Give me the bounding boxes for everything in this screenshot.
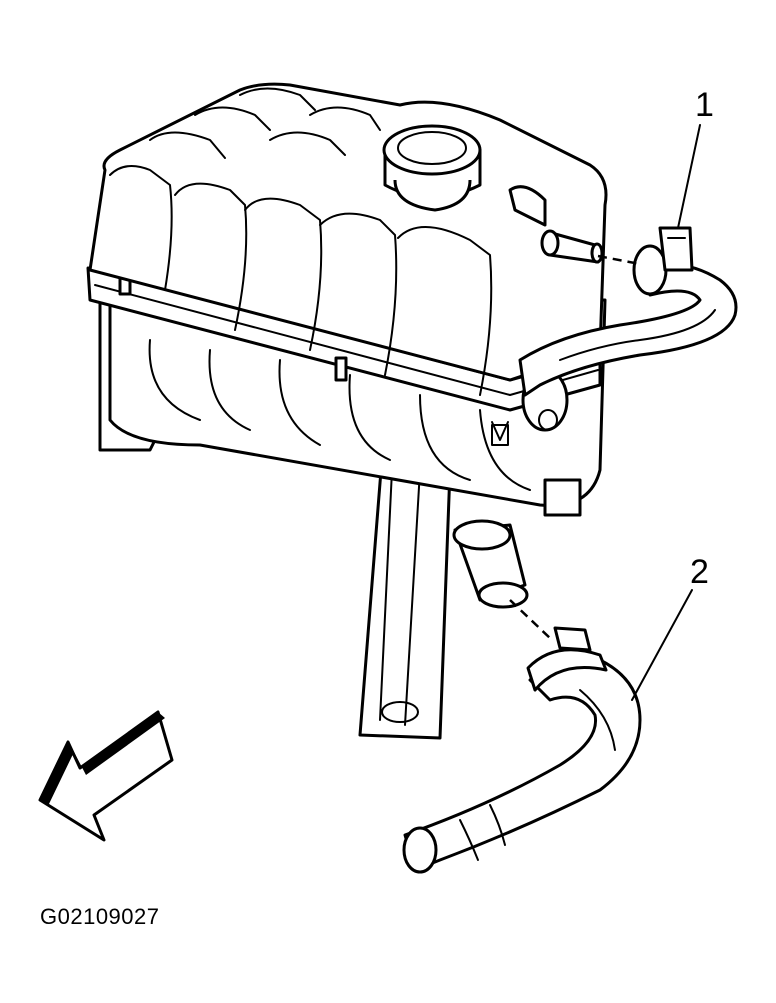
lower-outlet-nipple bbox=[452, 519, 529, 609]
filler-cap bbox=[382, 124, 482, 212]
callout-leaders bbox=[631, 124, 701, 701]
upper-hose bbox=[518, 226, 738, 397]
callout-1-label: 1 bbox=[695, 86, 714, 124]
upper-outlet-nipple bbox=[508, 185, 604, 264]
callout-2-label: 2 bbox=[690, 553, 709, 591]
lower-hose bbox=[402, 599, 642, 874]
figure-id-label: G02109027 bbox=[40, 904, 160, 929]
front-direction-arrow bbox=[38, 710, 174, 842]
